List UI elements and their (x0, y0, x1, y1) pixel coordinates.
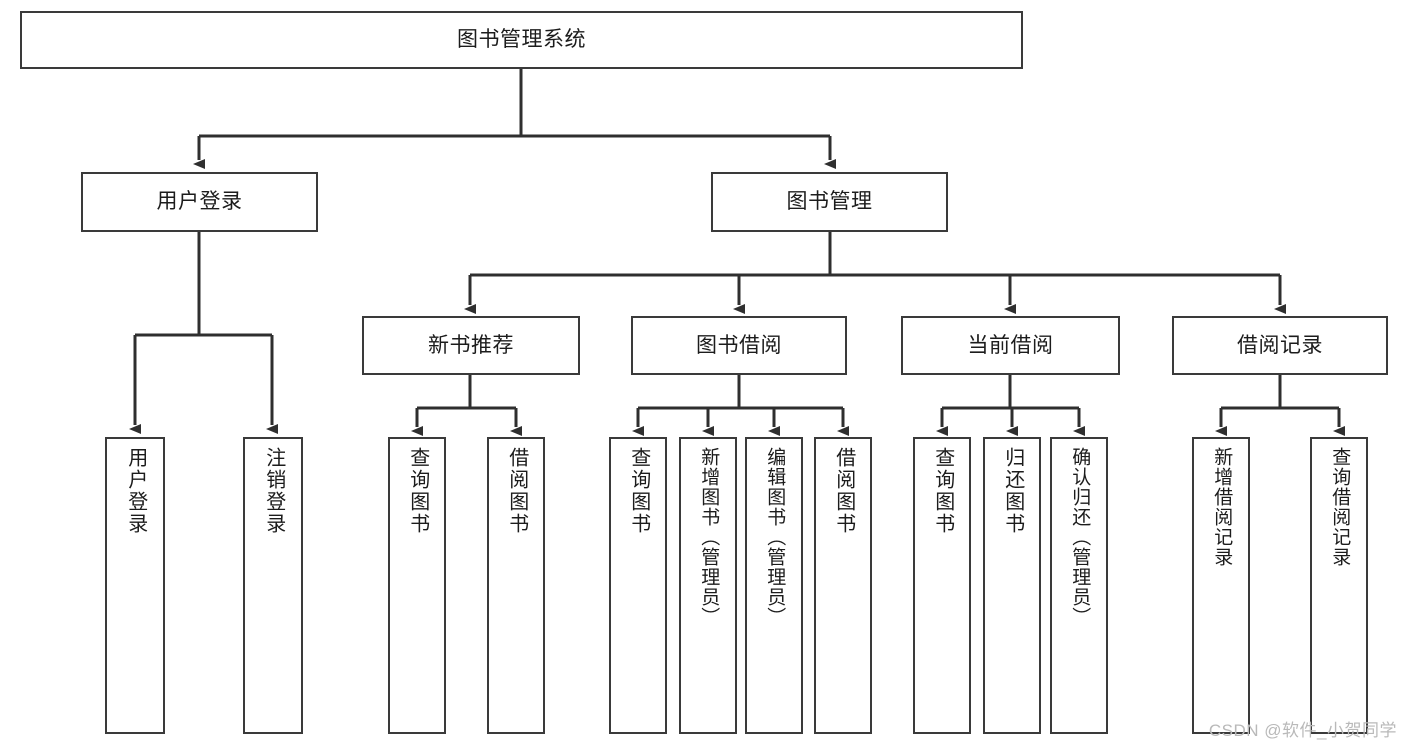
node-borrow-records[interactable]: 借阅记录 (1172, 316, 1388, 375)
leaf-borrow-book[interactable]: 借阅图书 (814, 437, 872, 734)
node-label: 新增图书（管理员） (698, 447, 720, 627)
node-label: 借阅图书 (505, 447, 528, 535)
node-label: 确认归还（管理员） (1069, 447, 1091, 627)
edge-group-book-mgmt (464, 232, 1286, 314)
edge-group-user-login (129, 232, 278, 434)
node-label: 注销登录 (262, 447, 285, 535)
node-label: 用户登录 (124, 447, 147, 535)
node-label: 查询图书 (931, 447, 954, 535)
leaf-logout[interactable]: 注销登录 (243, 437, 303, 734)
node-label: 借阅记录 (1237, 333, 1323, 357)
node-book-borrow[interactable]: 图书借阅 (631, 316, 847, 375)
node-label: 图书管理 (786, 190, 873, 214)
node-label: 借阅图书 (832, 447, 855, 535)
node-label: 用户登录 (156, 190, 243, 214)
node-new-book-recommend[interactable]: 新书推荐 (362, 316, 580, 375)
edge-group-borrow (632, 375, 849, 436)
node-label: 编辑图书（管理员） (764, 447, 786, 627)
leaf-edit-book-admin[interactable]: 编辑图书（管理员） (745, 437, 803, 734)
leaf-add-book-admin[interactable]: 新增图书（管理员） (679, 437, 737, 734)
leaf-user-login[interactable]: 用户登录 (105, 437, 165, 734)
node-label: 图书管理系统 (457, 28, 586, 52)
node-book-management[interactable]: 图书管理 (711, 172, 948, 232)
node-label: 图书借阅 (696, 333, 782, 357)
leaf-query-book-borrow[interactable]: 查询图书 (609, 437, 667, 734)
node-label: 新增借阅记录 (1211, 447, 1233, 567)
leaf-add-borrow-record[interactable]: 新增借阅记录 (1192, 437, 1250, 734)
node-label: 当前借阅 (967, 333, 1054, 357)
node-current-borrow[interactable]: 当前借阅 (901, 316, 1120, 375)
node-label: 归还图书 (1001, 447, 1024, 535)
node-label: 查询借阅记录 (1329, 447, 1351, 567)
leaf-confirm-return-admin[interactable]: 确认归还（管理员） (1050, 437, 1108, 734)
node-user-login[interactable]: 用户登录 (81, 172, 318, 232)
edge-group-new-book (411, 375, 522, 436)
leaf-query-book-current[interactable]: 查询图书 (913, 437, 971, 734)
leaf-return-book[interactable]: 归还图书 (983, 437, 1041, 734)
edge-group-current-borrow (936, 375, 1085, 436)
edge-group-root (193, 69, 836, 169)
node-label: 新书推荐 (428, 333, 514, 357)
node-label: 查询图书 (406, 447, 429, 535)
leaf-query-book-recommend[interactable]: 查询图书 (388, 437, 446, 734)
node-book-management-system[interactable]: 图书管理系统 (20, 11, 1023, 69)
edge-group-records (1215, 375, 1345, 436)
leaf-borrow-book-recommend[interactable]: 借阅图书 (487, 437, 545, 734)
node-label: 查询图书 (627, 447, 650, 535)
leaf-query-borrow-record[interactable]: 查询借阅记录 (1310, 437, 1368, 734)
